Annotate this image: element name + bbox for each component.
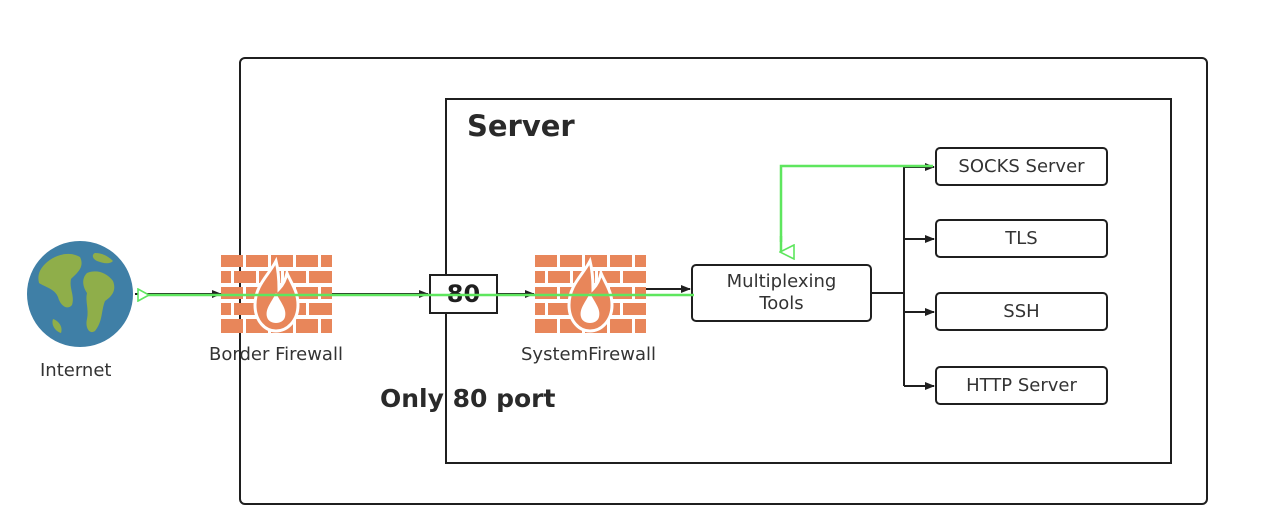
- http-server-box: HTTP Server: [935, 366, 1108, 405]
- globe-icon: [27, 241, 133, 347]
- socks-server-box: SOCKS Server: [935, 147, 1108, 186]
- ssh-label: SSH: [1003, 301, 1040, 322]
- socks-server-label: SOCKS Server: [958, 156, 1085, 177]
- multiplexing-line1: Multiplexing: [726, 271, 837, 292]
- server-title: Server: [467, 109, 575, 143]
- multiplexing-line2: Tools: [759, 293, 804, 314]
- tls-label: TLS: [1005, 228, 1038, 249]
- http-server-label: HTTP Server: [966, 375, 1077, 396]
- traffic-socks-loop: [779, 164, 933, 242]
- border-firewall-label: Border Firewall: [209, 344, 343, 365]
- internet-label: Internet: [40, 360, 112, 381]
- system-firewall-label: SystemFirewall: [521, 344, 656, 365]
- tls-box: TLS: [935, 219, 1108, 258]
- port-restriction-note: Only 80 port: [380, 384, 556, 413]
- multiplexing-tools-box: Multiplexing Tools: [691, 264, 872, 322]
- border-firewall-icon: [221, 255, 332, 333]
- ssh-box: SSH: [935, 292, 1108, 331]
